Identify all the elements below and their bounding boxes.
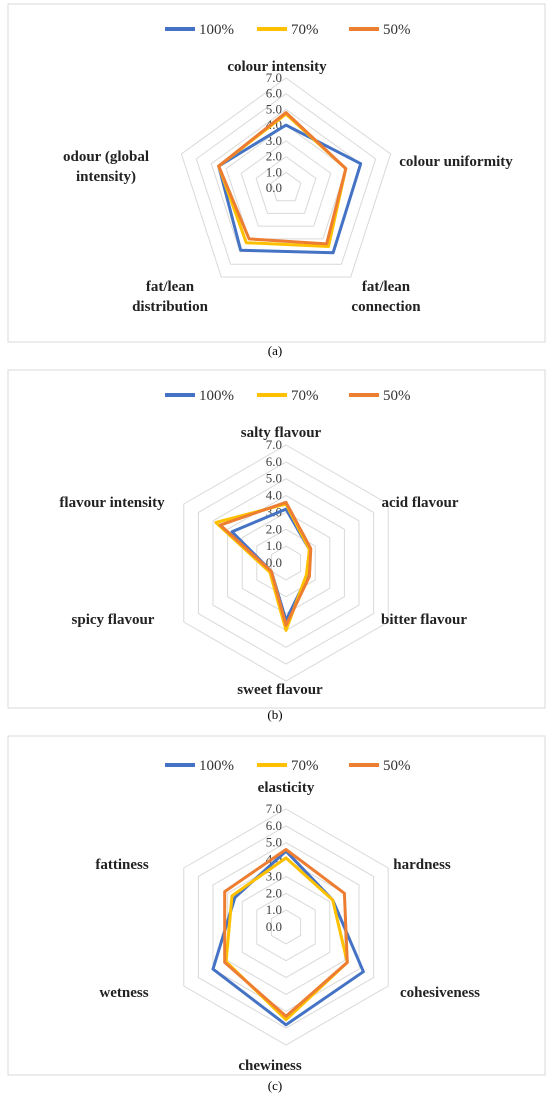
grid-ring bbox=[195, 93, 377, 265]
tick-label: 7.0 bbox=[266, 70, 282, 85]
legend-item: 100% bbox=[165, 388, 234, 404]
tick-label: 2.0 bbox=[266, 149, 282, 164]
legend-item: 50% bbox=[349, 758, 411, 774]
grid-ring bbox=[241, 511, 331, 615]
grid-ring bbox=[183, 808, 389, 1046]
grid-ring bbox=[256, 528, 316, 598]
grid-ring bbox=[212, 478, 360, 648]
legend-item: 50% bbox=[349, 388, 411, 404]
grid-ring bbox=[180, 77, 392, 278]
tick-label: 6.0 bbox=[266, 454, 282, 469]
chart-frame bbox=[7, 369, 546, 709]
grid-ring bbox=[183, 444, 389, 682]
legend-item: 70% bbox=[257, 22, 319, 38]
tick-label: 1.0 bbox=[266, 164, 282, 179]
legend-label: 100% bbox=[199, 388, 234, 404]
grid-ring bbox=[241, 875, 331, 979]
tick-label: 7.0 bbox=[266, 801, 282, 816]
grid-ring bbox=[270, 545, 302, 581]
legend-label: 50% bbox=[383, 22, 411, 38]
axis-label: chewiness bbox=[238, 1058, 301, 1074]
panel-label: (c) bbox=[268, 1078, 282, 1093]
legend-label: 70% bbox=[291, 758, 319, 774]
grid-ring bbox=[197, 825, 375, 1029]
tick-label: 0.0 bbox=[266, 180, 282, 195]
tick-label: 5.0 bbox=[266, 835, 282, 850]
legend-label: 50% bbox=[383, 388, 411, 404]
grid-ring bbox=[270, 909, 302, 945]
series-line-50pct bbox=[218, 500, 313, 627]
axis-label: spicy flavour bbox=[72, 612, 155, 628]
axis-label: acid flavour bbox=[381, 495, 458, 511]
grid-ring bbox=[197, 461, 375, 665]
legend-label: 70% bbox=[291, 22, 319, 38]
legend-item: 100% bbox=[165, 22, 234, 38]
legend-item: 50% bbox=[349, 22, 411, 38]
tick-label: 1.0 bbox=[266, 902, 282, 917]
tick-label: 6.0 bbox=[266, 86, 282, 101]
legend-item: 100% bbox=[165, 758, 234, 774]
axis-label: salty flavour bbox=[241, 425, 322, 441]
grid-ring bbox=[270, 171, 302, 202]
tick-label: 3.0 bbox=[266, 868, 282, 883]
axis-label: wetness bbox=[99, 985, 148, 1001]
axis-label: fattiness bbox=[95, 857, 148, 873]
tick-label: 5.0 bbox=[266, 101, 282, 116]
tick-label: 7.0 bbox=[266, 437, 282, 452]
legend-item: 70% bbox=[257, 758, 319, 774]
grid-ring bbox=[240, 140, 332, 227]
tick-label: 1.0 bbox=[266, 538, 282, 553]
series-line-70pct bbox=[224, 856, 349, 1022]
panel-label: (a) bbox=[268, 343, 282, 358]
axis-label: hardness bbox=[393, 857, 451, 873]
panel-label: (b) bbox=[267, 707, 282, 722]
tick-label: 0.0 bbox=[266, 919, 282, 934]
radar-chart-3: 0.01.02.03.04.05.06.07.0elasticityhardne… bbox=[7, 735, 546, 1093]
series-line-50pct bbox=[223, 848, 349, 1018]
grid-ring bbox=[256, 892, 316, 962]
legend-label: 50% bbox=[383, 758, 411, 774]
grid-ring bbox=[255, 155, 317, 214]
axis-label: elasticity bbox=[258, 780, 315, 796]
legend-label: 100% bbox=[199, 22, 234, 38]
tick-label: 0.0 bbox=[266, 555, 282, 570]
legend-label: 100% bbox=[199, 758, 234, 774]
series-line-50pct bbox=[217, 111, 348, 246]
chart-frame bbox=[7, 3, 546, 343]
axis-label: sweet flavour bbox=[237, 682, 323, 698]
axis-label: bitter flavour bbox=[381, 612, 467, 628]
tick-label: 2.0 bbox=[266, 885, 282, 900]
tick-label: 4.0 bbox=[266, 488, 282, 503]
legend-item: 70% bbox=[257, 388, 319, 404]
tick-label: 6.0 bbox=[266, 818, 282, 833]
tick-label: 2.0 bbox=[266, 521, 282, 536]
tick-label: 5.0 bbox=[266, 471, 282, 486]
axis-label: cohesiveness bbox=[400, 985, 480, 1001]
axis-label: colour uniformity bbox=[399, 154, 513, 170]
grid-ring bbox=[212, 842, 360, 1012]
axis-label: colour intensity bbox=[227, 59, 327, 75]
axis-label: flavour intensity bbox=[59, 495, 165, 511]
legend-label: 70% bbox=[291, 388, 319, 404]
